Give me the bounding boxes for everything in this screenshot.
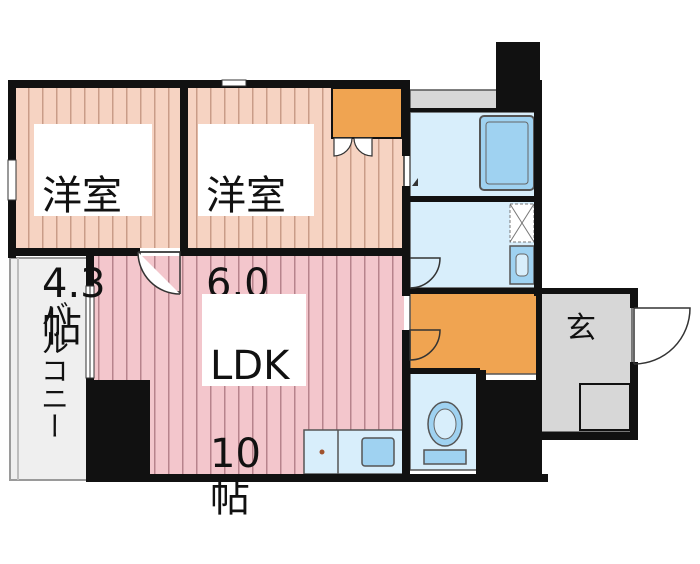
sink-icon [361,437,395,467]
western-room-1-label: 洋室 4.3帖 [34,124,152,350]
western-room-2-label: 洋室 6.0帖 [198,124,314,350]
storage-top [409,89,499,111]
closet [331,87,403,139]
balcony-label: バルコニー [37,300,70,440]
western-room-2-name: 洋室 [206,173,286,219]
stove-icon [319,449,325,455]
shoe-cabinet [579,383,631,431]
closet-door-icon [333,137,373,157]
ldk-name: LDK [210,343,290,389]
balcony-area [9,257,91,481]
western-room-1-name: 洋室 [42,173,122,219]
ldk-label: LDK 10帖 [202,294,306,520]
hallway [409,291,539,375]
ldk-size: 10帖 [210,431,261,521]
floor-plan: 洋室 4.3帖 洋室 6.0帖 LDK 10帖 玄 バルコニー [7,42,691,520]
entrance-label: 玄 [566,311,596,346]
western-room-1-size: 4.3帖 [42,261,106,351]
